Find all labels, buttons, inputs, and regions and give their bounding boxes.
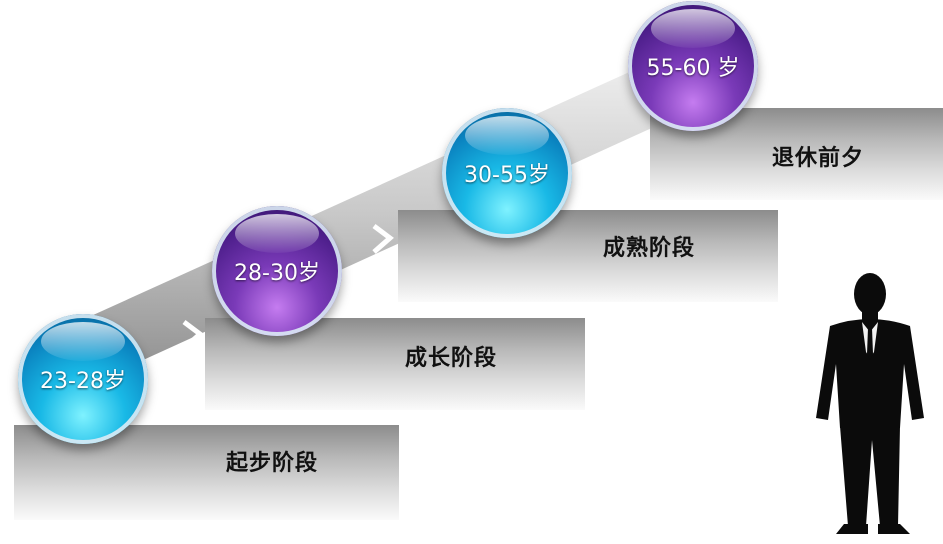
age-label-2: 28-30岁 [234, 261, 320, 286]
age-ball-4: 55-60 岁 [628, 1, 758, 131]
stage-name-3: 成熟阶段 [603, 236, 696, 261]
chevron-icon [182, 320, 204, 350]
age-ball-1: 23-28岁 [18, 314, 148, 444]
stage-name-1: 起步阶段 [226, 451, 319, 476]
age-label-4: 55-60 岁 [646, 56, 740, 81]
stage-name-2: 成长阶段 [405, 346, 498, 371]
age-label-1: 23-28岁 [40, 369, 126, 394]
age-ball-3: 30-55岁 [442, 108, 572, 238]
step-2: 成长阶段 [205, 318, 585, 410]
age-ball-2: 28-30岁 [212, 206, 342, 336]
stage-name-4: 退休前夕 [772, 146, 865, 171]
step-3: 成熟阶段 [398, 210, 778, 302]
businessman-silhouette [816, 273, 924, 534]
chevron-icon [372, 224, 394, 254]
age-label-3: 30-55岁 [464, 163, 550, 188]
